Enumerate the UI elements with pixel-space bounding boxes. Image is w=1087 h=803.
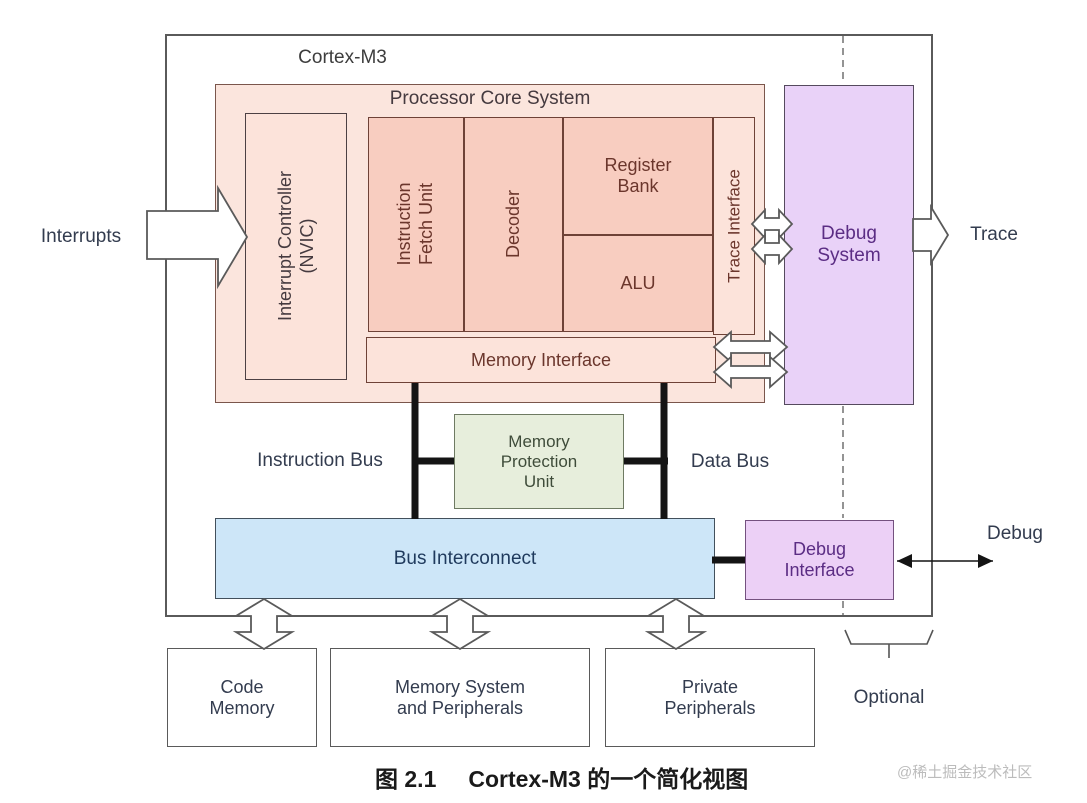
instruction-fetch-unit-box — [368, 117, 464, 332]
cortex-m3-outer-box — [165, 34, 933, 617]
debug-arrowhead-right — [978, 554, 993, 568]
memory-system-peripherals-box: Memory System and Peripherals — [330, 648, 590, 747]
memory-interface-box: Memory Interface — [366, 337, 716, 383]
debug-system-box: Debug System — [784, 85, 914, 405]
trace-interface-box — [713, 117, 755, 335]
memory-protection-unit-box: Memory Protection Unit — [454, 414, 624, 509]
optional-label: Optional — [853, 687, 925, 708]
code-memory-box: Code Memory — [167, 648, 317, 747]
bus-interconnect-box: Bus Interconnect — [215, 518, 715, 599]
figure-caption-text: Cortex-M3 的一个简化视图 — [468, 766, 749, 792]
processor-core-system-title: Processor Core System — [389, 88, 591, 109]
optional-brace — [844, 629, 934, 658]
debug-label: Debug — [987, 523, 1043, 544]
interrupts-label: Interrupts — [40, 226, 122, 247]
data-bus-label: Data Bus — [690, 451, 770, 472]
figure-caption: 图 2.1 Cortex-M3 的一个简化视图 — [375, 760, 748, 794]
decoder-box — [464, 117, 563, 332]
trace-label: Trace — [970, 224, 1018, 245]
cortex-m3-title: Cortex-M3 — [298, 47, 387, 68]
watermark-text: @稀土掘金技术社区 — [897, 764, 1033, 781]
interrupt-controller-nvic-box — [245, 113, 347, 380]
alu-box: ALU — [563, 235, 713, 332]
private-peripherals-box: Private Peripherals — [605, 648, 815, 747]
interrupt-controller-nvic-label: Interrupt Controller (NVIC) — [275, 170, 317, 322]
figure-number: 图 2.1 — [375, 766, 437, 792]
debug-interface-box: Debug Interface — [745, 520, 894, 600]
instruction-bus-label: Instruction Bus — [257, 450, 383, 471]
register-bank-box: Register Bank — [563, 117, 713, 235]
trace-interface-label: Trace Interface — [724, 169, 744, 283]
decoder-label: Decoder — [503, 189, 524, 259]
instruction-fetch-unit-label: Instruction Fetch Unit — [394, 182, 436, 266]
